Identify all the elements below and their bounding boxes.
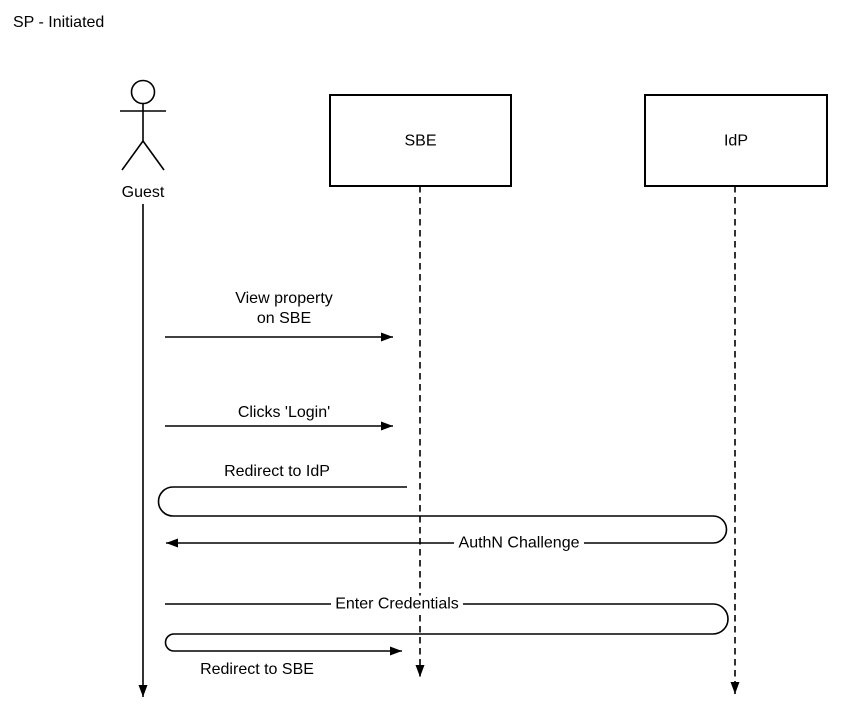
participant-idp-box [644,94,828,187]
message-redirect-idp-path [157,486,728,548]
diagram-title: SP - Initiated [13,14,104,31]
message-redirect-idp-authn: Redirect to IdP AuthN Challenge [157,463,728,552]
actor-right-leg-icon [142,140,165,171]
message-view-property-label-line2: on SBE [257,310,311,327]
message-redirect-sbe-label: Redirect to SBE [200,661,314,678]
message-clicks-login-label: Clicks 'Login' [238,404,330,421]
participant-idp: IdP [644,94,828,694]
actor-guest-label: Guest [122,184,165,201]
message-authn-label: AuthN Challenge [459,535,580,552]
message-clicks-login: Clicks 'Login' [165,404,393,431]
participant-sbe: SBE [329,94,512,677]
actor-guest: Guest [120,79,166,697]
message-enter-credentials-label: Enter Credentials [335,596,459,613]
message-authn-label-backing [454,534,584,552]
message-enter-credentials-label-backing [331,595,463,613]
message-view-property-label-line1: View property [235,290,333,307]
participant-idp-label: IdP [724,133,748,150]
actor-head-icon [130,79,156,105]
participant-sbe-label: SBE [404,133,436,150]
message-redirect-idp-label: Redirect to IdP [224,463,330,480]
actor-left-leg-icon [121,140,144,171]
message-enter-credentials-path [164,603,729,656]
message-view-property: View property on SBE [165,290,393,342]
message-enter-credentials-redirect: Enter Credentials Redirect to SBE [164,595,729,678]
